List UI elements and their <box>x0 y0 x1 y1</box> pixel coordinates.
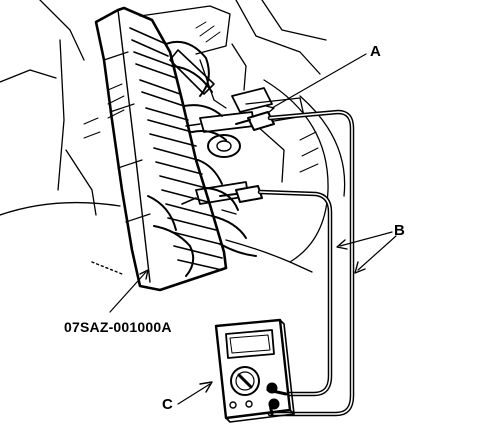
callout-b: B <box>394 222 405 239</box>
ecm-connector-block <box>94 6 257 292</box>
multimeter-display <box>225 329 275 359</box>
tool-number-label: 07SAZ-001000A <box>64 319 172 335</box>
wiring-harness <box>147 40 257 277</box>
test-lead-black <box>257 189 333 397</box>
leader-tool <box>109 271 147 313</box>
probe-clip-a <box>235 111 275 131</box>
digital-multimeter <box>214 318 295 423</box>
leader-b1 <box>339 231 393 247</box>
harness-clamp <box>169 49 215 95</box>
leader-c <box>177 383 211 405</box>
probe-clip-lower <box>219 185 263 203</box>
callout-a: A <box>370 43 381 60</box>
test-lead-red <box>267 109 355 417</box>
leader-lines <box>91 53 397 405</box>
multimeter-dial <box>230 366 260 396</box>
background-structure <box>0 0 346 273</box>
connector-pins <box>129 27 223 271</box>
leader-a <box>271 53 367 109</box>
callout-c: C <box>162 396 173 413</box>
leader-b2 <box>357 235 397 271</box>
